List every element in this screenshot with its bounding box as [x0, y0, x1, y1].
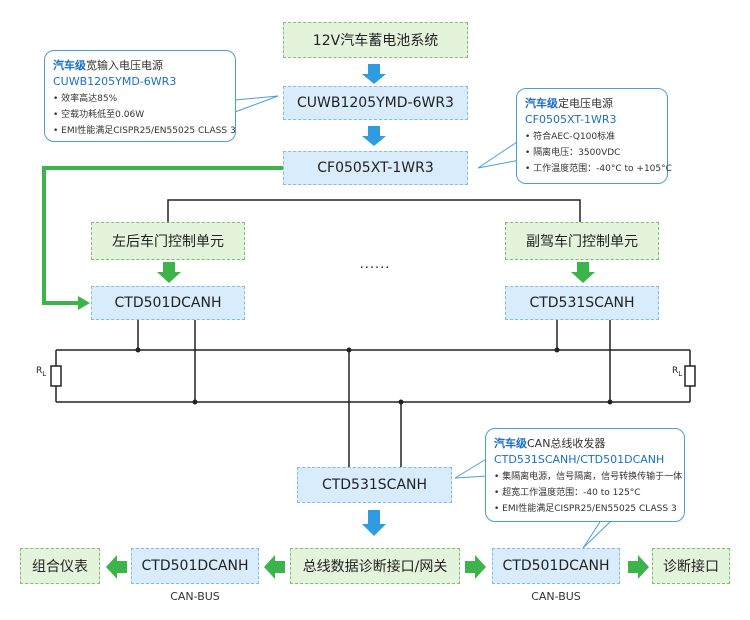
- termination-resistor-left: [50, 365, 62, 387]
- diagnostic-port-box: 诊断接口: [652, 548, 730, 584]
- callout-model: CF0505XT-1WR3: [525, 113, 617, 126]
- callout-item: • 工作温度范围：-40°C to +105°C: [525, 164, 672, 174]
- passenger-door-control-box: 副驾车门控制单元: [505, 222, 659, 260]
- psu-cuwb-box: CUWB1205YMD-6WR3: [283, 86, 468, 120]
- callout-item: • 超宽工作温度范围：-40 to 125°C: [494, 488, 641, 498]
- transceiver-right-box: CTD531SCANH: [505, 286, 659, 320]
- callout-cuwb: 汽车级宽输入电压电源 CUWB1205YMD-6WR3 • 效率高达85% • …: [44, 50, 236, 142]
- battery-system-box: 12V汽车蓄电池系统: [283, 22, 468, 58]
- down-arrow-icon: [362, 510, 386, 536]
- callout-item: • 隔离电压：3500VDC: [525, 148, 621, 158]
- callout-prefix: 汽车级: [494, 437, 527, 450]
- left-arrow-icon: [264, 555, 285, 579]
- transceiver-left-box: CTD501DCANH: [91, 286, 245, 320]
- center-transceiver-box: CTD531SCANH: [297, 467, 452, 503]
- psu-cf0505-box: CF0505XT-1WR3: [283, 151, 468, 185]
- callout-cf0505: 汽车级定电压电源 CF0505XT-1WR3 • 符合AEC-Q100标准 • …: [516, 88, 672, 184]
- callout-pointer: [582, 521, 611, 549]
- instrument-cluster-box: 组合仪表: [20, 548, 100, 584]
- callout-model: CTD531SCANH/CTD501DCANH: [494, 453, 665, 466]
- down-arrow-icon: [362, 126, 386, 146]
- callout-can-transceiver: 汽车级CAN总线收发器 CTD531SCANH/CTD501DCANH • 集隔…: [485, 428, 685, 522]
- callout-item: • EMI性能满足CISPR25/EN55025 CLASS 3: [53, 126, 236, 136]
- can-bus-label-left: CAN-BUS: [170, 590, 220, 603]
- callout-item: • 符合AEC-Q100标准: [525, 132, 616, 142]
- power-feed-line: [42, 166, 283, 305]
- callout-pointer: [454, 457, 489, 479]
- callout-model: CUWB1205YMD-6WR3: [53, 75, 177, 88]
- left-arrow-icon: [106, 555, 127, 579]
- ellipsis-more-units: ······: [359, 260, 391, 276]
- left-rear-door-control-box: 左后车门控制单元: [91, 222, 245, 260]
- supply-line: [167, 199, 581, 222]
- right-arrow-icon: [628, 555, 649, 579]
- resistor-label-left: RL: [36, 366, 47, 378]
- callout-pointer: [234, 95, 279, 113]
- can-bus-label-right: CAN-BUS: [531, 590, 581, 603]
- callout-title: 定电压电源: [558, 97, 613, 110]
- termination-resistor-right: [684, 365, 696, 387]
- diagnostic-gateway-box: 总线数据诊断接口/网关: [290, 548, 460, 584]
- callout-prefix: 汽车级: [53, 59, 86, 72]
- bottom-left-transceiver-box: CTD501DCANH: [131, 548, 259, 584]
- callout-prefix: 汽车级: [525, 97, 558, 110]
- callout-title: CAN总线收发器: [527, 437, 606, 450]
- callout-item: • EMI性能满足CISPR25/EN55025 CLASS 3: [494, 504, 677, 514]
- bus-junction-dots: [135, 347, 613, 405]
- bottom-right-transceiver-box: CTD501DCANH: [492, 548, 620, 584]
- callout-title: 宽输入电压电源: [86, 59, 163, 72]
- right-arrow-icon: [465, 555, 486, 579]
- callout-pointer: [477, 139, 521, 169]
- callout-item: • 集隔离电源，信号隔离，信号转换传输于一体: [494, 472, 683, 482]
- resistor-label-right: RL: [672, 366, 683, 378]
- down-arrow-icon: [362, 64, 386, 84]
- down-arrow-icon: [571, 262, 595, 283]
- callout-item: • 效率高达85%: [53, 94, 118, 104]
- right-arrow-icon: [78, 296, 90, 310]
- can-bus-lines: [55, 320, 691, 467]
- callout-item: • 空载功耗低至0.06W: [53, 110, 145, 120]
- down-arrow-icon: [157, 262, 181, 283]
